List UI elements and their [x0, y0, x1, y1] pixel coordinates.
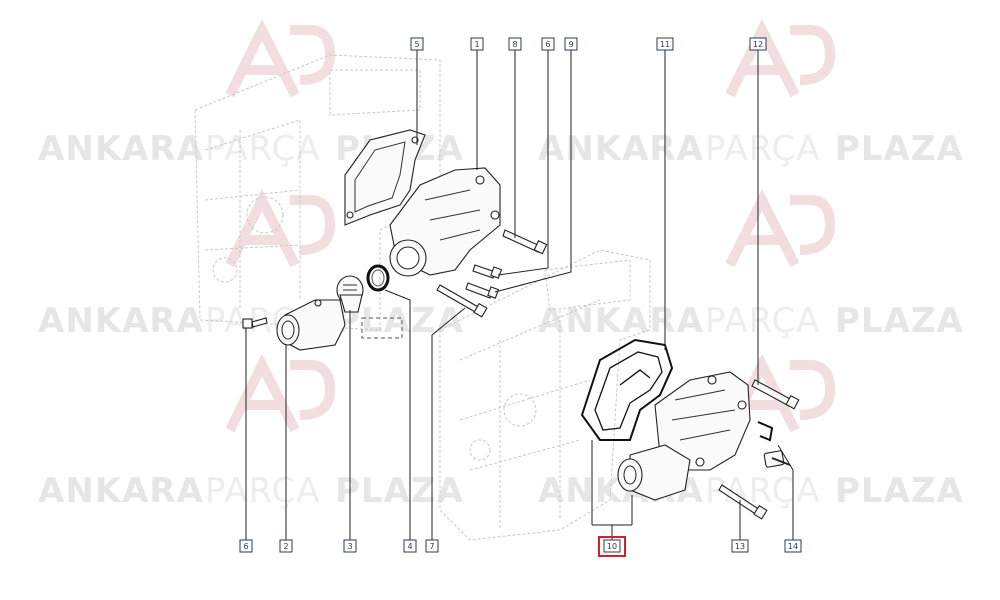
- bolt-part-12: [751, 379, 800, 410]
- svg-text:6: 6: [545, 40, 550, 49]
- svg-text:6: 6: [243, 542, 248, 551]
- gasket-part-5: [344, 129, 426, 226]
- watermark-text: ANKARA PARÇA PLAZA ANKARA PARÇA PLAZA AN…: [38, 129, 964, 511]
- wm-word-parca: PARÇA: [705, 301, 821, 341]
- watermark-logos: [225, 18, 836, 433]
- callout-12[interactable]: 12: [749, 37, 767, 51]
- svg-text:8: 8: [512, 40, 517, 49]
- sensor-part-14: [757, 421, 791, 468]
- callout-1[interactable]: 1: [470, 37, 484, 51]
- svg-text:5: 5: [414, 40, 419, 49]
- callout-14[interactable]: 14: [784, 539, 802, 553]
- svg-text:3: 3: [347, 542, 352, 551]
- svg-text:2: 2: [283, 542, 288, 551]
- callout-6-bottom[interactable]: 6: [239, 539, 253, 553]
- small-bolt-part-6: [242, 317, 268, 329]
- selection-highlight: [598, 536, 626, 557]
- bolt-part-6: [465, 264, 503, 299]
- engine-block-left: [194, 54, 441, 331]
- wm-word-ankara: ANKARA: [38, 129, 204, 169]
- wm-word-ankara: ANKARA: [38, 471, 204, 511]
- wm-word-plaza: PLAZA: [835, 471, 964, 511]
- bolt-part-8: [502, 229, 548, 255]
- callout-13[interactable]: 13: [731, 539, 749, 553]
- svg-text:1: 1: [474, 40, 479, 49]
- leader-lines: [245, 50, 794, 540]
- callout-4[interactable]: 4: [403, 539, 417, 553]
- svg-text:10: 10: [607, 542, 617, 551]
- engine-block-right: [439, 249, 651, 541]
- svg-text:12: 12: [753, 40, 763, 49]
- wm-word-ankara: ANKARA: [538, 129, 704, 169]
- callout-9[interactable]: 9: [564, 37, 578, 51]
- svg-text:9: 9: [568, 40, 573, 49]
- thermostat-location-box: [361, 317, 403, 339]
- wm-word-parca: PARÇA: [205, 129, 321, 169]
- callout-8[interactable]: 8: [508, 37, 522, 51]
- callout-6[interactable]: 6: [541, 37, 555, 51]
- water-outlet-housing-part-10: [617, 371, 751, 501]
- thermostat-part-3: [336, 275, 364, 313]
- wm-word-ankara: ANKARA: [538, 301, 704, 341]
- callout-7[interactable]: 7: [425, 539, 439, 553]
- svg-text:11: 11: [660, 40, 670, 49]
- svg-text:14: 14: [788, 542, 798, 551]
- wm-word-plaza: PLAZA: [835, 129, 964, 169]
- wm-word-parca: PARÇA: [705, 129, 821, 169]
- gasket-part-11: [580, 338, 674, 441]
- callout-10-selected[interactable]: 10: [598, 536, 626, 557]
- bolt-part-7: [436, 284, 488, 318]
- outlet-elbow-part-2: [276, 299, 346, 351]
- wm-word-plaza: PLAZA: [335, 471, 464, 511]
- svg-text:4: 4: [407, 542, 412, 551]
- callout-11[interactable]: 11: [656, 37, 674, 51]
- callout-3[interactable]: 3: [343, 539, 357, 553]
- svg-text:7: 7: [429, 542, 434, 551]
- svg-text:13: 13: [735, 542, 745, 551]
- callout-2[interactable]: 2: [279, 539, 293, 553]
- o-ring-part-4: [366, 264, 390, 292]
- wm-word-plaza: PLAZA: [835, 301, 964, 341]
- wm-word-ankara: ANKARA: [38, 301, 204, 341]
- pump-housing-part-1: [389, 167, 501, 277]
- callout-5[interactable]: 5: [410, 37, 424, 51]
- wm-word-parca: PARÇA: [205, 471, 321, 511]
